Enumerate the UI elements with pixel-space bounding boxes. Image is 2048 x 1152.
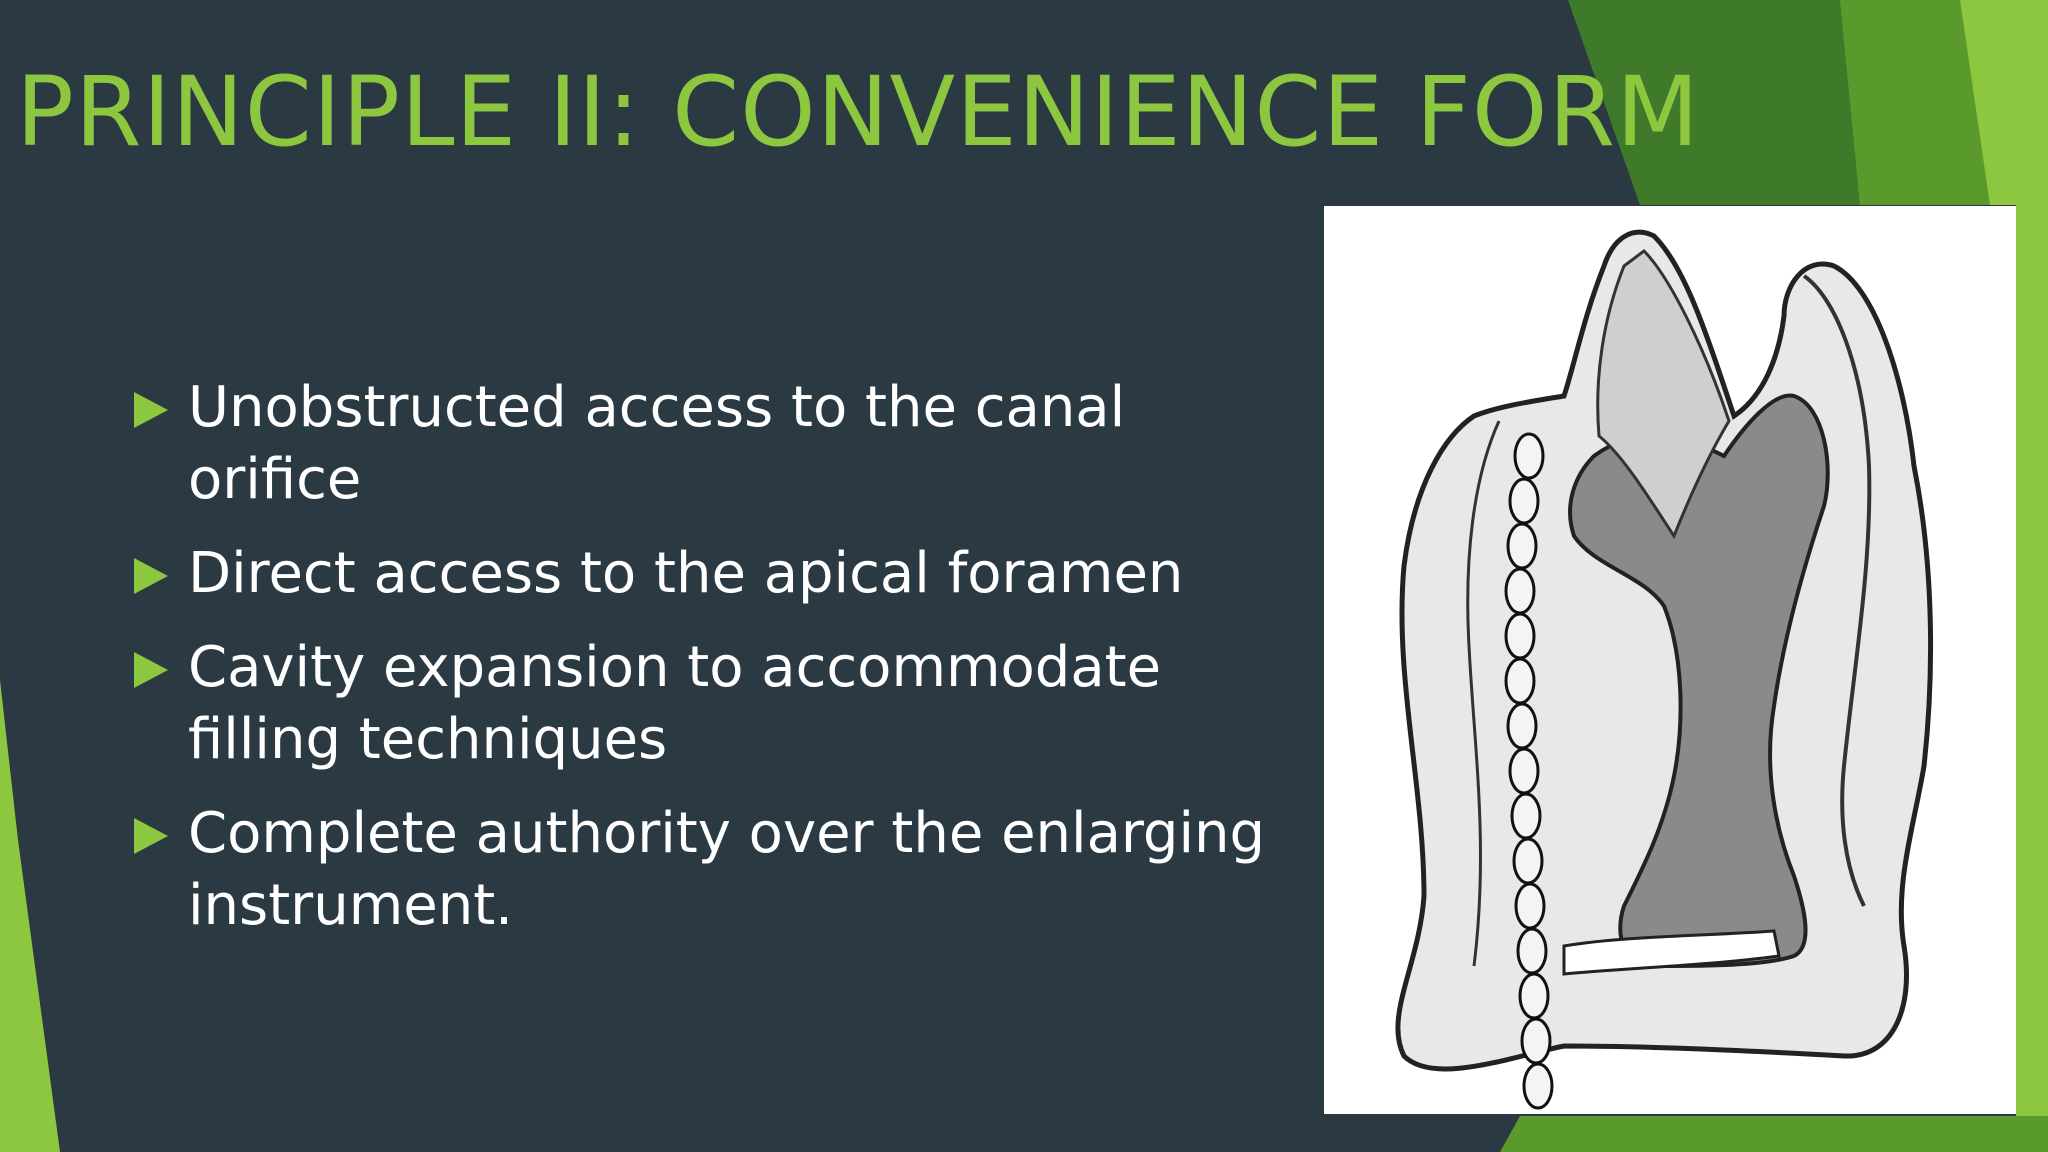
bullet-item: Cavity expansion to accommodate filling … bbox=[132, 632, 1312, 776]
tooth-illustration-frame bbox=[1324, 206, 2016, 1114]
bullet-list: Unobstructed access to the canal orifice… bbox=[132, 372, 1312, 964]
enlarging-instrument-icon bbox=[1504, 432, 1554, 1110]
bullet-text: Cavity expansion to accommodate filling … bbox=[188, 635, 1162, 772]
triangle-bullet-icon bbox=[134, 818, 168, 854]
slide-title: PRINCIPLE II: CONVENIENCE FORM bbox=[16, 56, 1700, 168]
bottom-right-green-shape bbox=[1500, 1116, 2048, 1152]
left-edge-green-sliver bbox=[0, 680, 60, 1152]
bullet-text: Unobstructed access to the canal orifice bbox=[188, 375, 1126, 512]
bullet-item: Unobstructed access to the canal orifice bbox=[132, 372, 1312, 516]
tooth-cross-section-icon bbox=[1395, 229, 1934, 1110]
right-edge-green-strip bbox=[2016, 200, 2048, 1152]
triangle-bullet-icon bbox=[134, 558, 168, 594]
top-right-light-green-shape bbox=[1960, 0, 2048, 205]
bullet-text: Direct access to the apical foramen bbox=[188, 541, 1184, 606]
bullet-item: Direct access to the apical foramen bbox=[132, 538, 1312, 610]
triangle-bullet-icon bbox=[134, 392, 168, 428]
bullet-text: Complete authority over the enlarging in… bbox=[188, 801, 1266, 938]
triangle-bullet-icon bbox=[134, 652, 168, 688]
bullet-item: Complete authority over the enlarging in… bbox=[132, 798, 1312, 942]
